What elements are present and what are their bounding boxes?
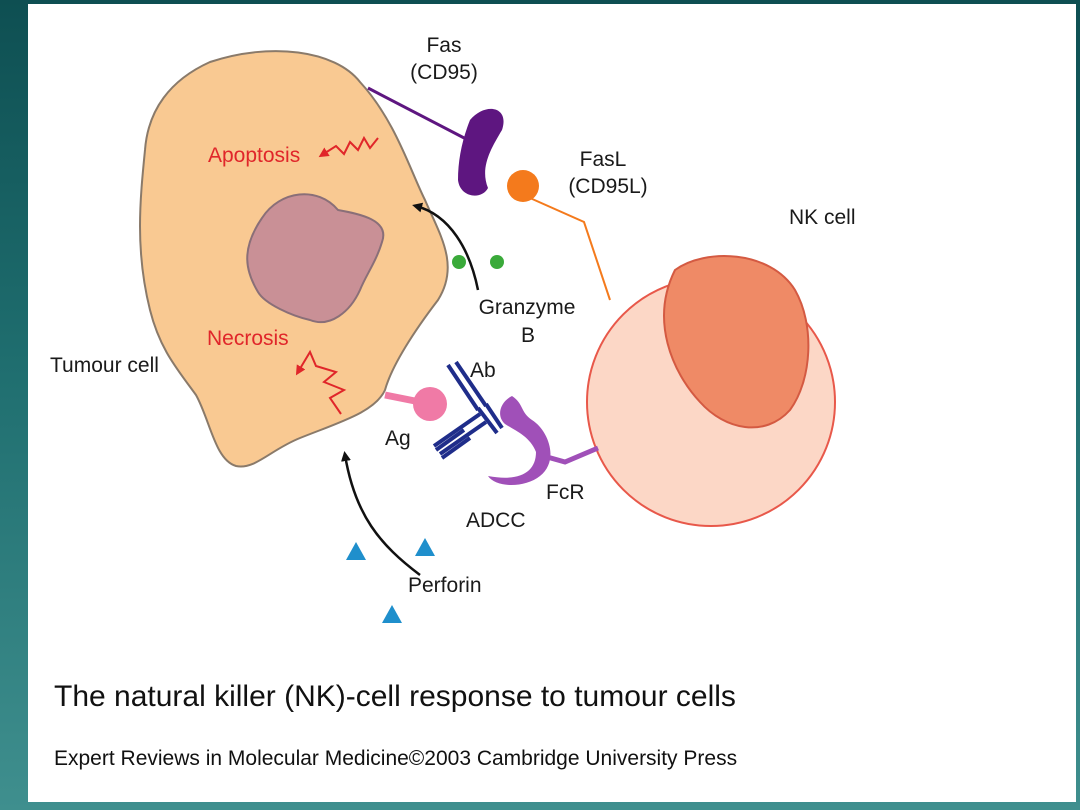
necrosis-label: Necrosis bbox=[207, 327, 289, 350]
antibody bbox=[432, 360, 504, 460]
granzyme-dot bbox=[490, 255, 504, 269]
apoptosis-label: Apoptosis bbox=[208, 144, 300, 167]
granzyme-label: Granzyme bbox=[479, 296, 576, 319]
tumour-cell-label: Tumour cell bbox=[50, 354, 159, 377]
perforin-triangle bbox=[415, 538, 435, 556]
fcr-label: FcR bbox=[546, 481, 585, 504]
fasl-label: FasL bbox=[580, 148, 627, 171]
fas-receptor bbox=[458, 108, 504, 196]
fas-stem bbox=[367, 86, 469, 142]
fcr-stem bbox=[539, 445, 599, 465]
source-credit: Expert Reviews in Molecular Medicine©200… bbox=[54, 747, 737, 770]
fasl-stem bbox=[529, 197, 611, 301]
granzyme-arrow bbox=[412, 202, 480, 291]
tumour-nucleus bbox=[246, 193, 385, 323]
fc-receptor bbox=[488, 396, 551, 485]
nk-nucleus bbox=[663, 255, 810, 429]
perforin-label: Perforin bbox=[408, 574, 482, 597]
antigen bbox=[413, 387, 447, 421]
figure-caption: The natural killer (NK)-cell response to… bbox=[54, 680, 736, 713]
perforin-triangle bbox=[346, 542, 366, 560]
ab-label: Ab bbox=[470, 359, 496, 382]
necrosis-arrow bbox=[295, 349, 347, 415]
adcc-label: ADCC bbox=[466, 509, 526, 532]
apoptosis-arrow bbox=[318, 135, 379, 158]
perforin-triangle bbox=[382, 605, 402, 623]
ag-label: Ag bbox=[385, 427, 411, 450]
fasl-label-cd: (CD95L) bbox=[568, 175, 647, 198]
granzyme-dot bbox=[452, 255, 466, 269]
fasl-ligand bbox=[507, 170, 539, 202]
granzyme-label-b: B bbox=[521, 324, 535, 347]
nk-cell-label: NK cell bbox=[789, 206, 856, 229]
fas-label-cd: (CD95) bbox=[410, 61, 478, 84]
perforin-arrow bbox=[341, 451, 421, 576]
fas-label: Fas bbox=[426, 34, 461, 57]
